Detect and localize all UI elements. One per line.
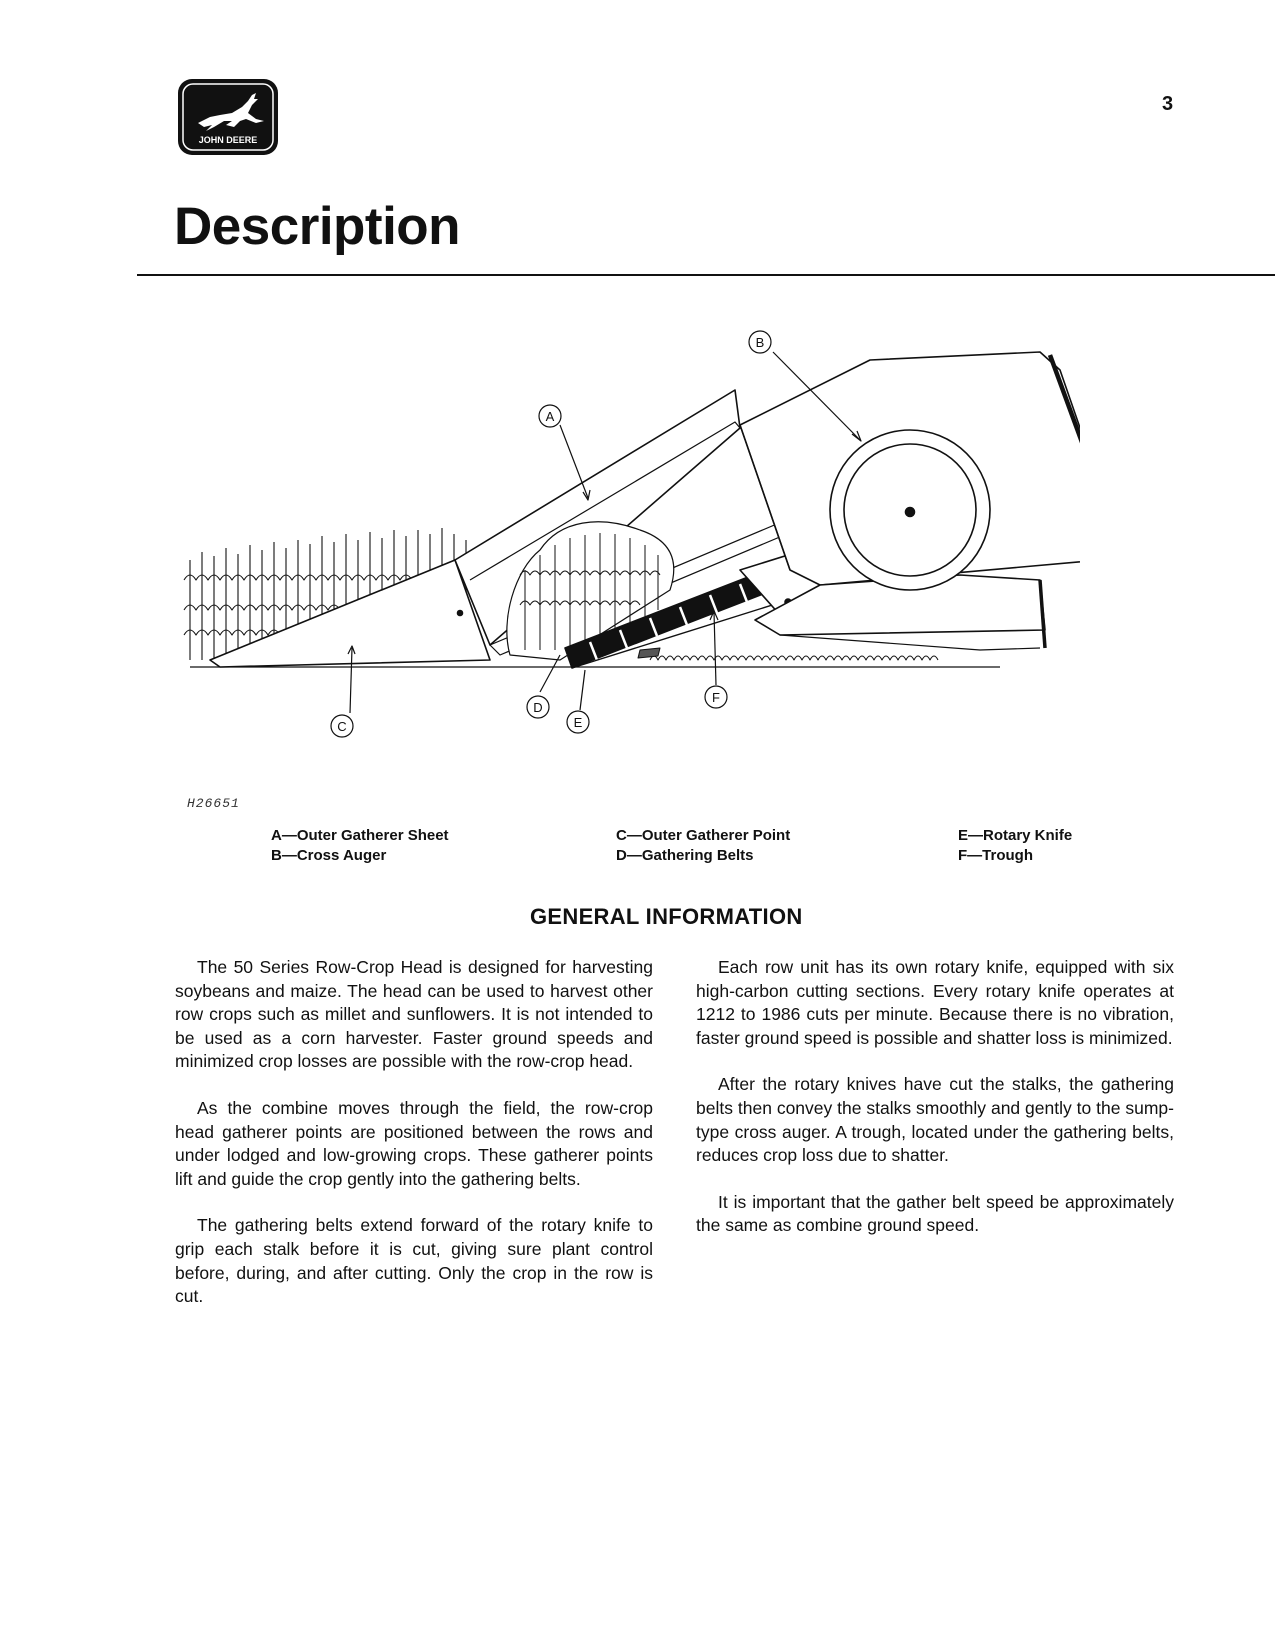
legend-item-d: D—Gathering Belts	[616, 847, 754, 864]
paragraph: The gathering belts extend forward of th…	[175, 1215, 653, 1307]
paragraph: It is important that the gather belt spe…	[696, 1191, 1174, 1236]
row-crop-head-diagram: A B C D E F	[180, 330, 1108, 770]
callout-d: D	[533, 700, 542, 715]
legend-item-c: C—Outer Gatherer Point	[616, 827, 791, 844]
legend-column-3: E—Rotary Knife F—Trough	[958, 826, 1072, 866]
legend-item-a: A—Outer Gatherer Sheet	[271, 827, 449, 844]
john-deere-logo: JOHN DEERE	[176, 77, 280, 157]
page-number: 3	[1162, 93, 1174, 115]
text-column-left: The 50 Series Row-Crop Head is designed …	[175, 956, 653, 1332]
callout-e: E	[574, 715, 583, 730]
legend-column-2: C—Outer Gatherer Point D—Gathering Belts	[616, 826, 790, 866]
paragraph: As the combine moves through the field, …	[175, 1097, 653, 1189]
callout-f: F	[712, 690, 720, 705]
page-title: Description	[174, 197, 461, 256]
callout-a: A	[546, 409, 555, 424]
paragraph: After the rotary knives have cut the sta…	[696, 1074, 1174, 1166]
callout-c: C	[337, 719, 346, 734]
legend-column-1: A—Outer Gatherer Sheet B—Cross Auger	[271, 826, 449, 866]
paragraph: Each row unit has its own rotary knife, …	[696, 957, 1174, 1048]
legend-item-e: E—Rotary Knife	[958, 827, 1073, 844]
title-rule	[137, 274, 1275, 276]
legend-item-b: B—Cross Auger	[271, 847, 387, 864]
text-column-right: Each row unit has its own rotary knife, …	[696, 956, 1174, 1261]
svg-text:JOHN DEERE: JOHN DEERE	[199, 135, 258, 145]
section-heading: GENERAL INFORMATION	[530, 904, 803, 929]
callout-b: B	[756, 335, 765, 350]
legend-item-f: F—Trough	[958, 847, 1033, 864]
paragraph: The 50 Series Row-Crop Head is designed …	[175, 957, 653, 1072]
figure-id: H26651	[187, 796, 240, 811]
